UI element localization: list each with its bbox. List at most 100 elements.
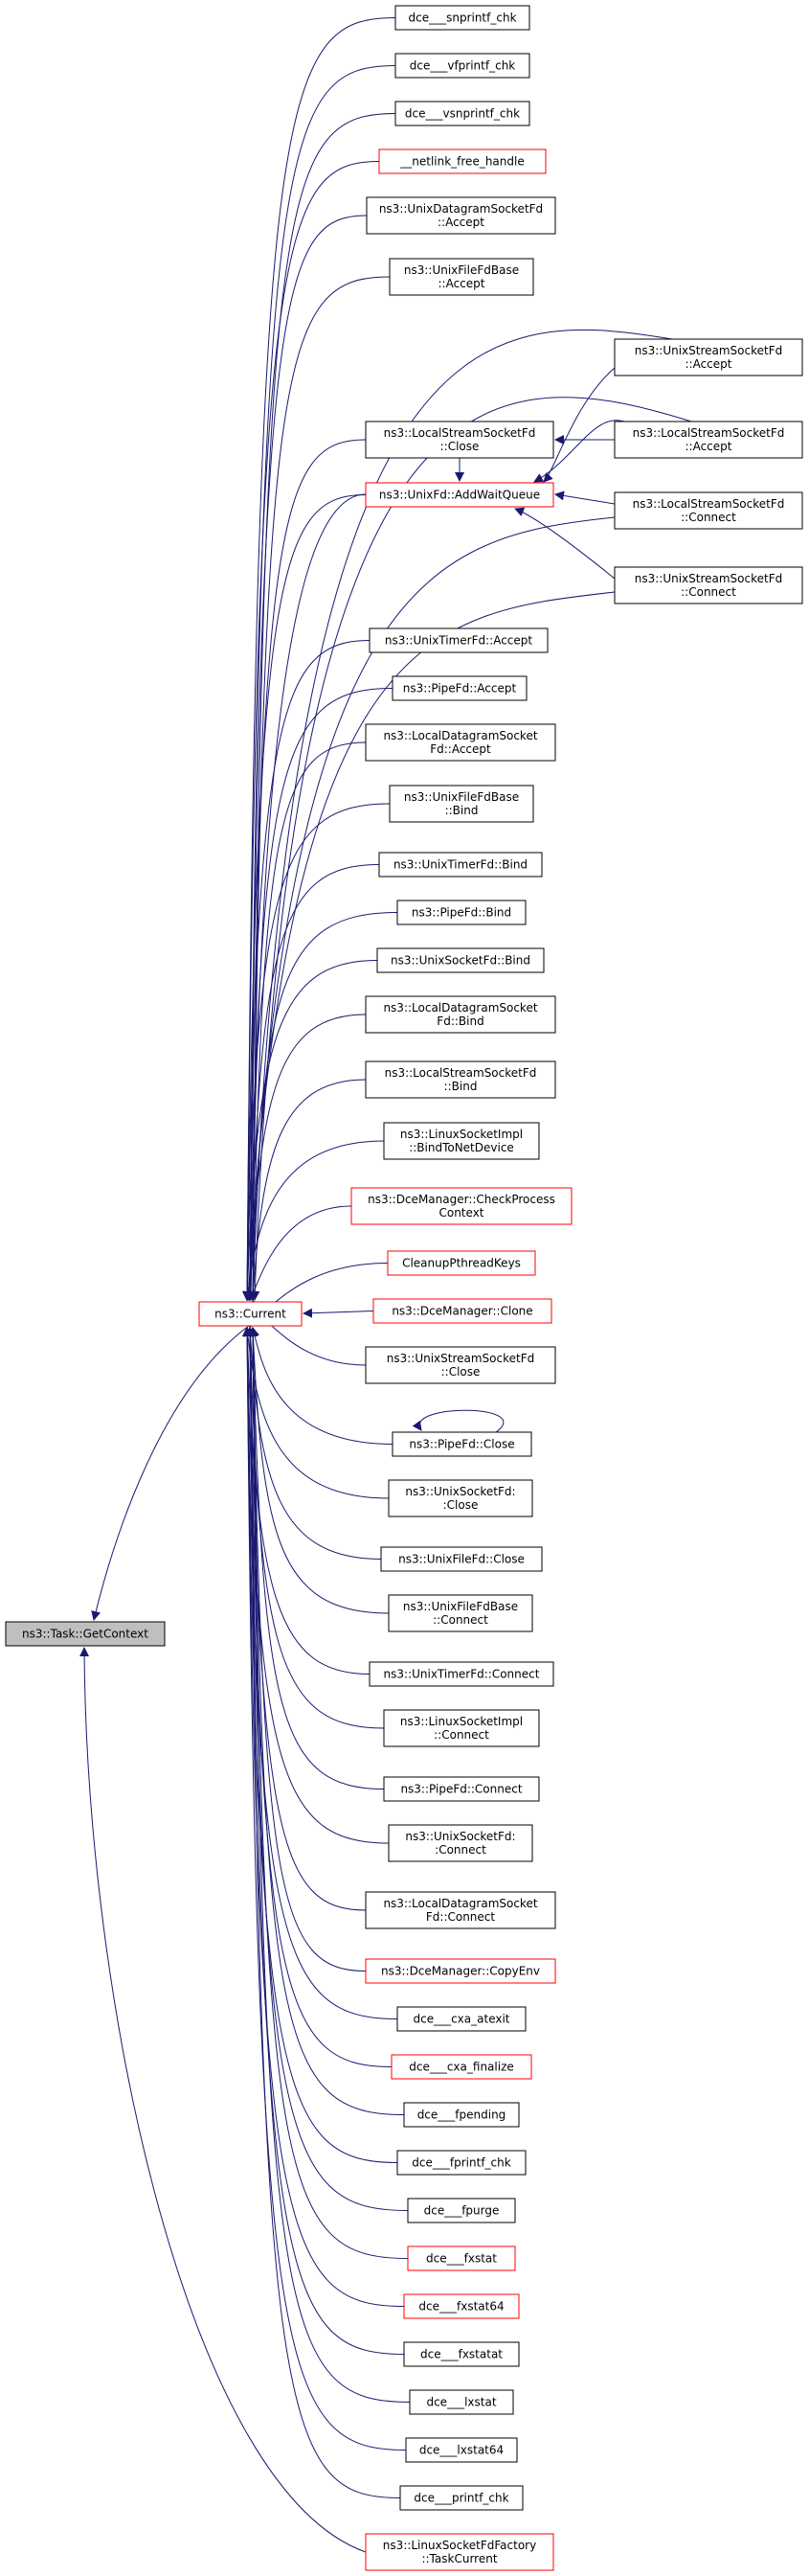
caller-node-17[interactable]: ns3::PipeFd::Bind: [396, 900, 527, 925]
caller-node-27[interactable]: ns3::UnixSocketFd::Close: [388, 1479, 533, 1517]
edge-caller-31-to-current: [245, 1327, 385, 1729]
caller-node-8[interactable]: ns3::LocalStreamSocketFd::Accept: [614, 421, 803, 459]
caller-node-8-label-line1: ns3::LocalStreamSocketFd: [633, 426, 785, 440]
caller-node-38[interactable]: dce___fpending: [403, 2102, 520, 2128]
caller-node-18-label: ns3::UnixSocketFd::Bind: [391, 954, 530, 968]
edge-caller-43-to-current: [245, 1327, 405, 2355]
caller-node-7[interactable]: ns3::LocalStreamSocketFd::Close: [365, 421, 554, 459]
caller-node-21-label-line1: ns3::LinuxSocketImpl: [400, 1128, 523, 1141]
caller-node-40[interactable]: dce___fpurge: [407, 2198, 516, 2223]
caller-node-47[interactable]: ns3::LinuxSocketFdFactory::TaskCurrent: [365, 2533, 554, 2571]
edge-caller-26-to-current: [250, 1327, 393, 1445]
caller-node-20[interactable]: ns3::LocalStreamSocketFd::Bind: [365, 1060, 556, 1099]
edge-caller-0-to-current: [242, 17, 396, 1301]
caller-node-29-label-line2: ::Connect: [433, 1613, 488, 1627]
caller-node-4-label-line1: ns3::UnixDatagramSocketFd: [379, 202, 543, 216]
caller-node-26-label: ns3::PipeFd::Close: [409, 1438, 514, 1451]
caller-node-31-label-line1: ns3::LinuxSocketImpl: [400, 1715, 523, 1728]
caller-node-37[interactable]: dce___cxa_finalize: [391, 2054, 532, 2080]
caller-node-30-label: ns3::UnixTimerFd::Connect: [384, 1668, 540, 1681]
caller-node-10[interactable]: ns3::LocalStreamSocketFd::Connect: [614, 491, 803, 530]
edges-layer: [79, 17, 692, 2553]
caller-node-47-label-line1: ns3::LinuxSocketFdFactory: [383, 2539, 536, 2552]
caller-node-42[interactable]: dce___fxstat64: [403, 2293, 520, 2319]
caller-node-21[interactable]: ns3::LinuxSocketImpl::BindToNetDevice: [383, 1122, 540, 1160]
caller-node-1[interactable]: dce___vfprintf_chk: [394, 53, 530, 79]
caller-node-12[interactable]: ns3::UnixTimerFd::Accept: [369, 627, 549, 653]
caller-node-24[interactable]: ns3::DceManager::Clone: [372, 1298, 552, 1324]
caller-node-5[interactable]: ns3::UnixFileFdBase::Accept: [389, 258, 534, 296]
caller-node-45[interactable]: dce___lxstat64: [405, 2437, 518, 2463]
caller-node-11-label-line2: ::Connect: [681, 585, 736, 599]
root-node[interactable]: ns3::Task::GetContext: [5, 1621, 166, 1647]
caller-node-35[interactable]: ns3::DceManager::CopyEnv: [365, 1958, 556, 1984]
caller-node-33[interactable]: ns3::UnixSocketFd::Connect: [388, 1824, 533, 1862]
caller-node-43[interactable]: dce___fxstatat: [403, 2341, 520, 2367]
caller-node-41-label: dce___fxstat: [426, 2252, 497, 2266]
edge-caller-35-to-current: [248, 1327, 367, 1972]
edge-caller-15-to-current: [242, 803, 391, 1301]
caller-node-23-label: CleanupPthreadKeys: [402, 1257, 521, 1270]
caller-node-22-label-line1: ns3::DceManager::CheckProcess: [368, 1193, 555, 1206]
edge-lssf-connect-to-addwaitqueue: [554, 490, 616, 505]
caller-node-39[interactable]: dce___fprintf_chk: [396, 2150, 527, 2176]
edge-caller-45-to-current: [242, 1327, 407, 2451]
caller-node-19-label-line2: Fd::Bind: [437, 1014, 483, 1028]
caller-node-14-label-line1: ns3::LocalDatagramSocket: [383, 729, 537, 742]
edge-addwaitqueue-to-current: [246, 493, 367, 1301]
caller-node-0-label: dce___snprintf_chk: [408, 11, 516, 25]
edge-caller-13-to-current: [245, 688, 393, 1301]
caller-node-3[interactable]: __netlink_free_handle: [378, 148, 547, 174]
caller-node-9[interactable]: ns3::UnixFd::AddWaitQueue: [365, 482, 554, 508]
caller-node-11[interactable]: ns3::UnixStreamSocketFd::Connect: [614, 566, 803, 604]
caller-node-26[interactable]: ns3::PipeFd::Close: [392, 1431, 532, 1457]
caller-node-44[interactable]: dce___lxstat: [409, 2389, 514, 2415]
caller-node-4[interactable]: ns3::UnixDatagramSocketFd::Accept: [366, 196, 556, 235]
edge-caller-32-to-current: [248, 1327, 385, 1790]
caller-node-16-label: ns3::UnixTimerFd::Bind: [393, 858, 528, 872]
edge-lssf-accept-to-current: [250, 397, 692, 1301]
caller-node-2[interactable]: dce___vsnprintf_chk: [394, 101, 530, 126]
edge-caller-28-to-current: [245, 1327, 382, 1560]
current-node[interactable]: ns3::Current: [198, 1301, 303, 1327]
caller-node-41[interactable]: dce___fxstat: [407, 2245, 516, 2271]
caller-node-32[interactable]: ns3::PipeFd::Connect: [383, 1776, 540, 1802]
caller-node-28[interactable]: ns3::UnixFileFd::Close: [380, 1546, 543, 1572]
caller-node-25[interactable]: ns3::UnixStreamSocketFd::Close: [365, 1346, 556, 1384]
edge-caller-42-to-current: [242, 1327, 405, 2307]
caller-node-46[interactable]: dce___printf_chk: [399, 2485, 524, 2511]
caller-node-18[interactable]: ns3::UnixSocketFd::Bind: [376, 947, 545, 973]
edge-caller-27-to-current: [242, 1327, 390, 1499]
root-node-label: ns3::Task::GetContext: [22, 1628, 148, 1641]
edge-caller-39-to-current: [242, 1327, 398, 2163]
caller-node-5-label-line1: ns3::UnixFileFdBase: [404, 263, 519, 277]
caller-node-36[interactable]: dce___cxa_atexit: [396, 2006, 527, 2032]
caller-node-11-label-line1: ns3::UnixStreamSocketFd: [635, 572, 783, 585]
caller-node-0[interactable]: dce___snprintf_chk: [394, 5, 530, 31]
edge-caller-41-to-current: [248, 1327, 409, 2259]
caller-node-29[interactable]: ns3::UnixFileFdBase::Connect: [388, 1594, 533, 1632]
caller-node-47-label-line2: ::TaskCurrent: [421, 2552, 497, 2565]
caller-node-30[interactable]: ns3::UnixTimerFd::Connect: [369, 1661, 554, 1687]
caller-node-20-label-line2: ::Bind: [444, 1080, 478, 1093]
caller-node-9-label: ns3::UnixFd::AddWaitQueue: [379, 489, 540, 502]
edge-caller-12-to-current: [242, 640, 371, 1301]
caller-node-6[interactable]: ns3::UnixStreamSocketFd::Accept: [614, 338, 803, 376]
caller-node-12-label: ns3::UnixTimerFd::Accept: [385, 634, 533, 648]
caller-node-20-label-line1: ns3::LocalStreamSocketFd: [385, 1066, 537, 1080]
caller-node-10-label-line2: ::Connect: [681, 511, 736, 524]
caller-node-23[interactable]: CleanupPthreadKeys: [387, 1250, 536, 1276]
caller-node-3-label: __netlink_free_handle: [399, 155, 524, 169]
caller-node-31[interactable]: ns3::LinuxSocketImpl::Connect: [383, 1709, 540, 1747]
caller-node-15[interactable]: ns3::UnixFileFdBase::Bind: [389, 785, 534, 823]
caller-node-44-label: dce___lxstat: [426, 2396, 496, 2409]
edge-lssf-accept-to-addwaitqueue: [533, 420, 625, 483]
caller-node-16[interactable]: ns3::UnixTimerFd::Bind: [378, 852, 543, 878]
caller-node-35-label: ns3::DceManager::CopyEnv: [381, 1965, 540, 1978]
caller-node-1-label: dce___vfprintf_chk: [410, 59, 516, 73]
caller-node-13[interactable]: ns3::PipeFd::Accept: [392, 675, 528, 701]
